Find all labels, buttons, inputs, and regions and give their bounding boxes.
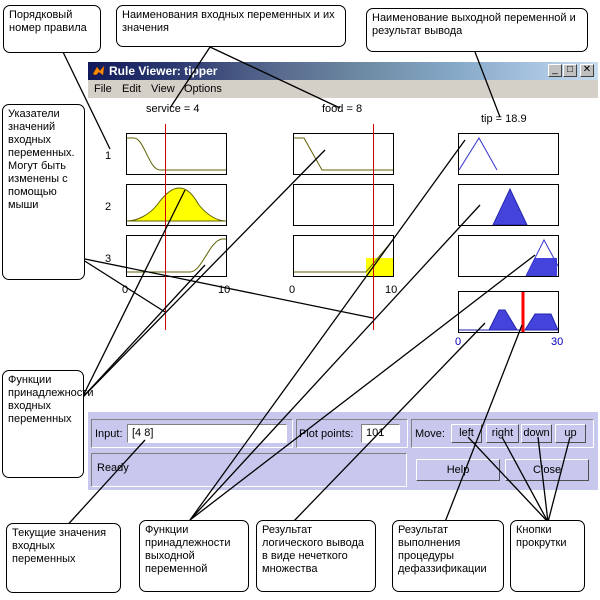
input-field[interactable]: [4 8]: [127, 424, 287, 443]
tip-axis-min: 0: [455, 336, 462, 348]
move-right-button[interactable]: right: [486, 424, 519, 443]
menu-options[interactable]: Options: [184, 83, 222, 95]
move-down-button[interactable]: down: [521, 424, 552, 443]
status-text: Ready: [97, 462, 129, 474]
rule-number-2: 2: [105, 201, 112, 213]
callout-output-name: Наименование выходной переменной и резул…: [366, 8, 588, 52]
menu-view[interactable]: View: [151, 83, 175, 95]
rule-number-1: 1: [105, 150, 112, 162]
plot-points-label: Plot points:: [299, 428, 354, 440]
callout-output-mf: Функции принадлежности выходной переменн…: [139, 520, 249, 592]
title-bar[interactable]: Rule Viewer: tipper _ □ ✕: [88, 62, 598, 80]
callout-scroll-buttons: Кнопки прокрутки: [510, 520, 585, 592]
callout-input-mf: Функции принадлежности входных переменны…: [2, 370, 93, 478]
window-title: Rule Viewer: tipper: [109, 64, 218, 78]
menu-bar: File Edit View Options: [88, 80, 598, 98]
food-rule2-plot[interactable]: [293, 184, 394, 226]
service-rule3-plot[interactable]: [126, 235, 227, 277]
rule-number-3: 3: [105, 253, 112, 265]
tip-rule2-plot: [458, 184, 559, 226]
output-tip-header: tip = 18.9: [481, 113, 527, 125]
menu-file[interactable]: File: [94, 83, 112, 95]
help-button[interactable]: Help: [416, 459, 500, 481]
callout-current-values: Текущие значения входных переменных: [6, 523, 121, 593]
plot-points-field[interactable]: 101: [361, 424, 400, 443]
service-rule1-plot[interactable]: [126, 133, 227, 175]
move-left-button[interactable]: left: [451, 424, 482, 443]
food-rule1-plot[interactable]: [293, 133, 394, 175]
status-bar: [91, 453, 407, 487]
food-rule3-plot[interactable]: [293, 235, 394, 277]
callout-input-names: Наименования входных переменных и их зна…: [116, 5, 346, 47]
menu-edit[interactable]: Edit: [122, 83, 141, 95]
service-axis-max: 10: [218, 284, 231, 296]
tip-aggregated-plot: [458, 291, 559, 333]
service-axis-min: 0: [122, 284, 129, 296]
minimize-icon[interactable]: _: [548, 64, 562, 77]
callout-pointers: Указатели значений входных переменных. М…: [2, 104, 85, 280]
tip-axis-max: 30: [551, 336, 564, 348]
tip-rule3-plot: [458, 235, 559, 277]
callout-fuzzy-result: Результат логического вывода в виде нече…: [256, 520, 376, 592]
input-label: Input:: [95, 428, 123, 440]
callout-defuzz-result: Результат выполнения процедуры дефаззифи…: [392, 520, 504, 592]
callout-rule-number: Порядковый номер правила: [3, 5, 101, 53]
food-value-pointer[interactable]: [373, 124, 374, 330]
input-food-header: food = 8: [322, 103, 363, 115]
close-button[interactable]: Close: [505, 459, 589, 481]
food-axis-min: 0: [289, 284, 296, 296]
food-axis-max: 10: [385, 284, 398, 296]
service-rule2-plot[interactable]: [126, 184, 227, 226]
maximize-icon[interactable]: □: [563, 64, 577, 77]
matlab-logo-icon: [92, 65, 105, 76]
close-icon[interactable]: ✕: [580, 64, 594, 77]
input-service-header: service = 4: [146, 103, 200, 115]
move-up-button[interactable]: up: [555, 424, 586, 443]
tip-rule1-plot: [458, 133, 559, 175]
move-label: Move:: [415, 428, 445, 440]
service-value-pointer[interactable]: [165, 124, 166, 330]
